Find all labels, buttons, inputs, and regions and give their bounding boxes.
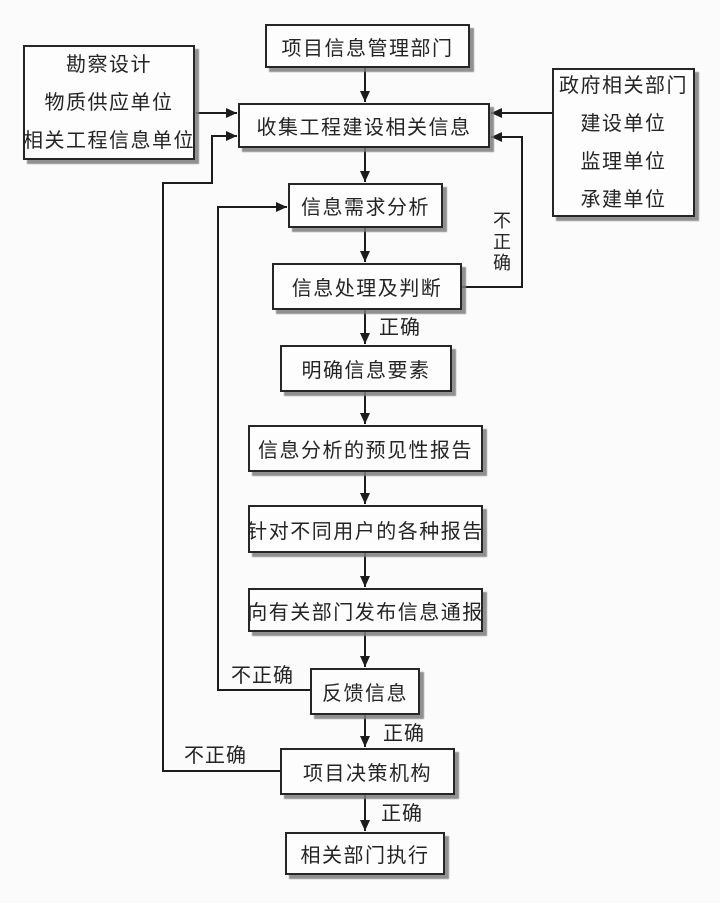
source-line: 承建单位 [580,188,667,211]
node-label: 信息处理及判断 [291,278,443,300]
node-predictive-report: 信息分析的预见性报告 [248,425,483,472]
node-decision-body: 项目决策机构 [280,748,455,795]
node-label: 相关部门执行 [300,845,430,867]
node-execute-depts: 相关部门执行 [285,832,445,875]
source-line: 勘察设计 [66,53,152,76]
node-label: 明确信息要素 [301,360,431,382]
node-label: 向有关部门发布信息通报 [247,601,484,624]
edge-label-incorrect-decision: 不正确 [184,745,247,767]
node-label: 项目信息管理部门 [281,37,454,60]
source-line: 监理单位 [580,150,667,173]
node-collect-info: 收集工程建设相关信息 [238,103,490,148]
node-user-reports: 针对不同用户的各种报告 [247,505,484,553]
node-left-sources: 勘察设计 物质供应单位 相关工程信息单位 [23,45,195,160]
edge-label-correct-process: 正确 [379,317,421,339]
edge-label-incorrect-process: 不正确 [491,211,511,274]
node-process-judge: 信息处理及判断 [272,263,462,310]
edge-label-correct-feedback: 正确 [383,723,425,745]
node-right-sources: 政府相关部门 建设单位 监理单位 承建单位 [552,68,695,217]
node-project-info-dept: 项目信息管理部门 [265,24,470,68]
arrow-decision-incorrect-to-collect [162,131,280,772]
node-label: 信息需求分析 [301,197,430,219]
source-line: 建设单位 [580,112,667,135]
node-label: 反馈信息 [322,683,408,705]
node-label: 信息分析的预见性报告 [258,440,473,462]
source-line: 政府相关部门 [559,74,688,97]
node-clarify-elements: 明确信息要素 [280,345,452,392]
node-publish-bulletin: 向有关部门发布信息通报 [247,588,484,632]
arrow-process-incorrect-to-collect [462,132,523,288]
source-line: 相关工程信息单位 [23,129,195,152]
node-label: 项目决策机构 [303,763,432,785]
edge-label-correct-decision: 正确 [381,803,423,825]
node-label: 收集工程建设相关信息 [256,117,472,139]
source-line: 物质供应单位 [44,91,174,114]
node-feedback-info: 反馈信息 [310,668,420,715]
edge-label-incorrect-feedback: 不正确 [231,665,294,687]
node-need-analysis: 信息需求分析 [288,183,443,228]
node-label: 针对不同用户的各种报告 [247,520,484,543]
arrow-feedback-incorrect-to-need [217,202,310,691]
